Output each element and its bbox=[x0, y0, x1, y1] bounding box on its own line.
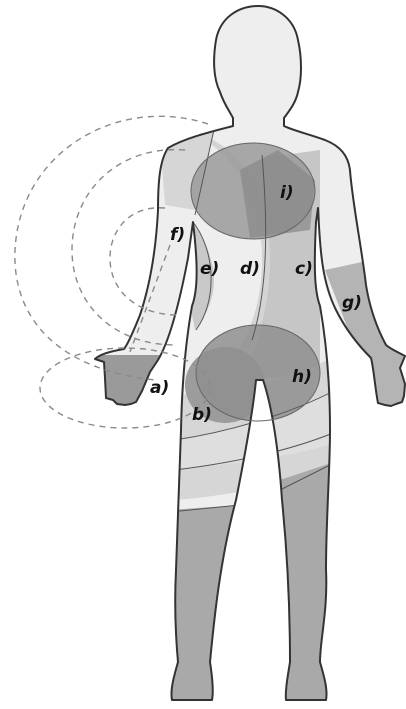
shaded-zones bbox=[90, 125, 406, 709]
label-i: i) bbox=[280, 183, 294, 203]
label-c: c) bbox=[295, 259, 313, 279]
label-g: g) bbox=[342, 293, 362, 313]
label-d: d) bbox=[240, 259, 260, 279]
label-f: f) bbox=[170, 225, 185, 245]
label-a: a) bbox=[150, 378, 169, 398]
label-e: e) bbox=[200, 259, 219, 279]
label-b: b) bbox=[192, 405, 212, 425]
label-h: h) bbox=[292, 367, 312, 387]
